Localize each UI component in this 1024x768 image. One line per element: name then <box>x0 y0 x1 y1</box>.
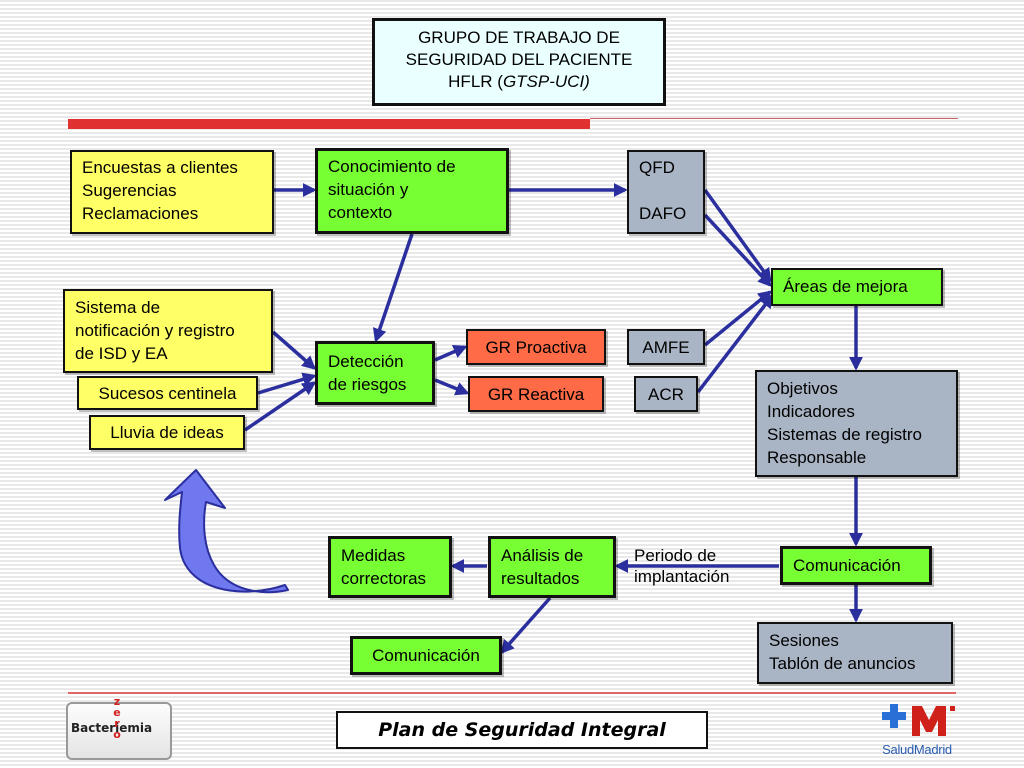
node-objetivos: Objetivos Indicadores Sistemas de regist… <box>755 370 958 477</box>
footer-rule <box>68 692 956 694</box>
salud-madrid-emblem-icon <box>882 704 955 736</box>
node-analisis-resultados: Análisis de resultados <box>488 536 616 598</box>
label-periodo-implantacion: Periodo de implantación <box>634 546 730 586</box>
arrow-sucesos-deteccion <box>257 372 317 395</box>
bacteriemia-zero-logo: Bacteriemia z e r o <box>66 696 172 760</box>
salud-madrid-text: SaludMadrid <box>882 742 952 757</box>
arrow-acr-areas <box>696 293 774 394</box>
arrow-deteccion-proactiva <box>434 345 468 362</box>
title-line-3-prefix: HFLR ( <box>448 72 503 91</box>
node-conocimiento: Conocimiento de situación y contexto <box>315 148 509 234</box>
salud-madrid-logo: SaludMadrid <box>872 702 962 760</box>
title-line-1: GRUPO DE TRABAJO DE <box>418 28 620 47</box>
node-lluvia-ideas: Lluvia de ideas <box>89 415 245 450</box>
node-sistema-notificacion: Sistema de notificación y registro de IS… <box>63 289 273 373</box>
arrow-lluvia-deteccion <box>244 381 317 432</box>
node-sesiones: Sesiones Tablón de anuncios <box>757 622 953 684</box>
arrow-analisis-comunicacion <box>500 596 552 655</box>
logo-zero-vertical: z e r o <box>113 695 121 741</box>
accent-bar <box>68 119 590 129</box>
node-sucesos-centinela: Sucesos centinela <box>77 376 258 410</box>
arrow-sistema-deteccion <box>271 330 317 370</box>
node-comunicacion-left: Comunicación <box>350 636 502 675</box>
title-line-3: HFLR (GTSP-UCI) <box>375 71 663 93</box>
node-encuestas: Encuestas a clientes Sugerencias Reclama… <box>70 150 274 234</box>
plan-title: Plan de Seguridad Integral <box>336 711 708 749</box>
group-title-box: GRUPO DE TRABAJO DE SEGURIDAD DEL PACIEN… <box>372 18 666 106</box>
node-deteccion-riesgos: Detección de riesgos <box>315 341 435 405</box>
accent-rule <box>590 118 958 119</box>
title-line-2: SEGURIDAD DEL PACIENTE <box>405 50 633 69</box>
arrow-amfe-areas <box>703 290 773 347</box>
node-medidas-correctoras: Medidas correctoras <box>328 536 452 598</box>
curved-cycle-arrow <box>164 469 289 594</box>
node-gr-reactiva: GR Reactiva <box>468 376 604 412</box>
node-comunicacion-right: Comunicación <box>780 546 932 585</box>
node-qfd-dafo: QFD DAFO <box>627 150 705 234</box>
arrow-deteccion-reactiva <box>434 378 470 396</box>
node-areas-mejora: Áreas de mejora <box>771 268 943 306</box>
node-gr-proactiva: GR Proactiva <box>466 329 606 365</box>
arrow-conocimiento-deteccion <box>372 233 414 343</box>
logo-bacteriemia-word: Bacteriemia <box>71 721 153 735</box>
title-line-3-italic: GTSP-UCI) <box>502 72 590 91</box>
arrow-qfd-areas <box>703 188 772 283</box>
arrow-dafo-areas <box>703 213 772 288</box>
node-amfe: AMFE <box>627 329 705 365</box>
node-acr: ACR <box>634 376 698 412</box>
